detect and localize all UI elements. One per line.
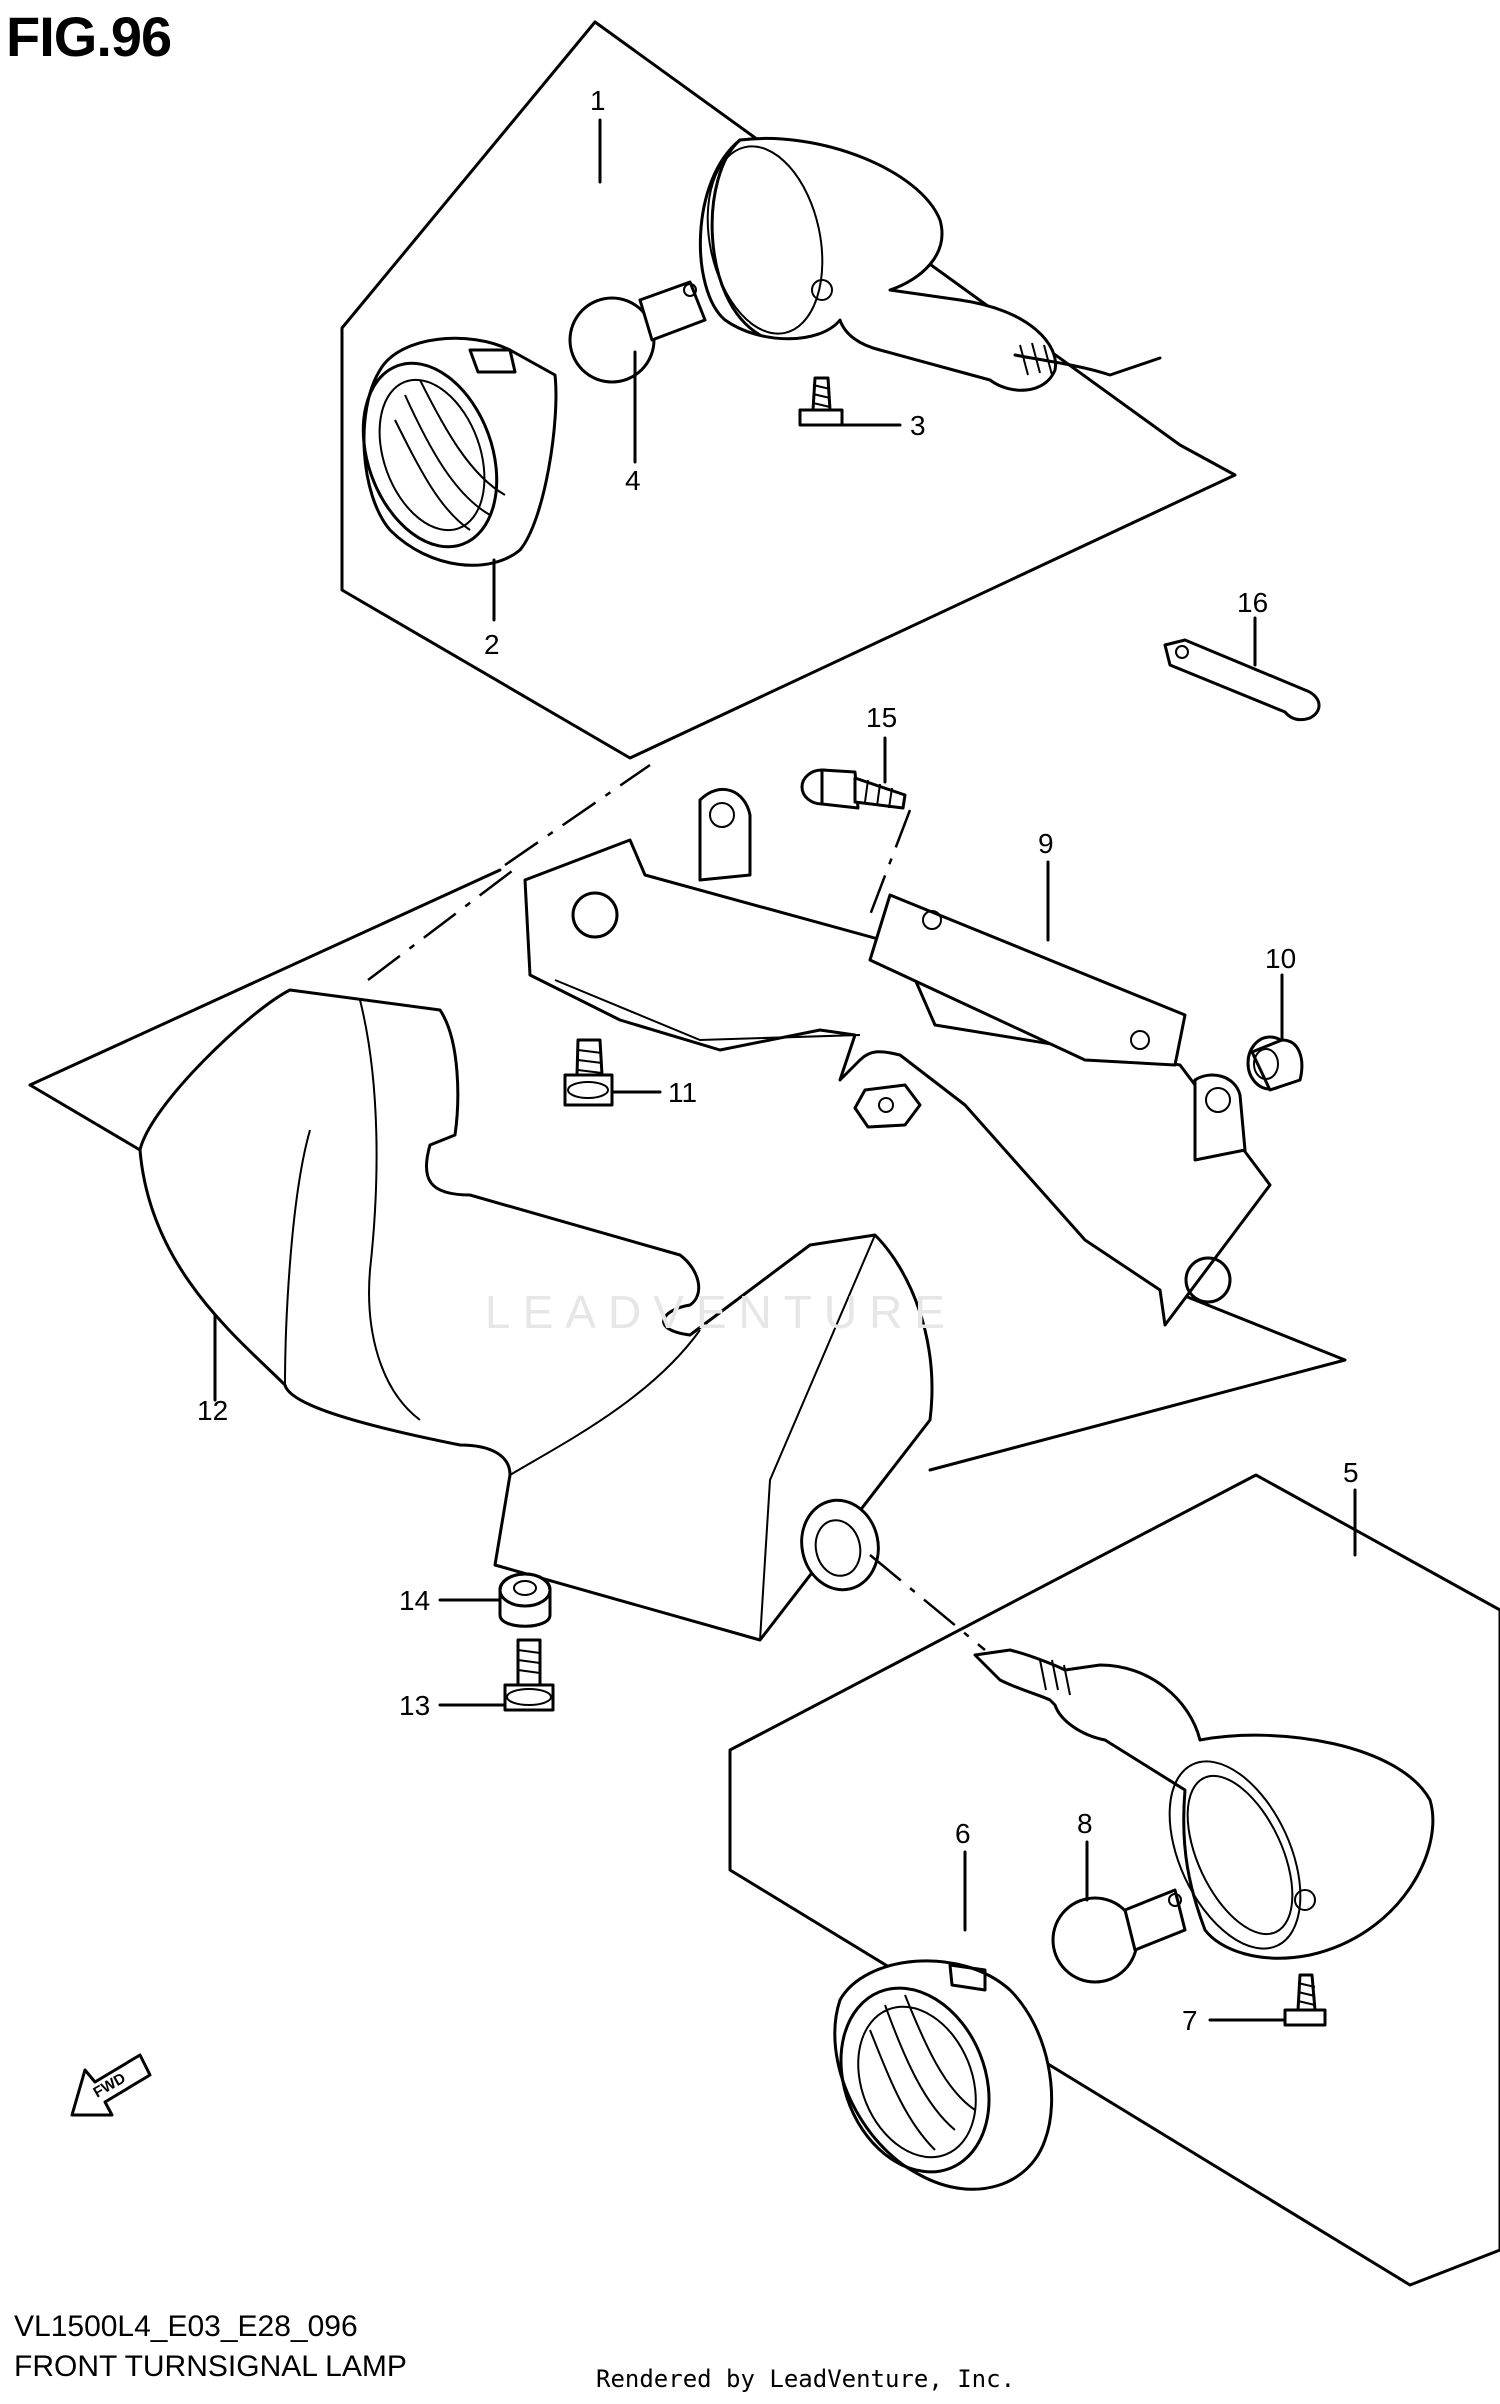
callout-11[interactable]: 11 <box>668 1077 697 1108</box>
figure-title: FIG.96 <box>6 5 172 68</box>
callout-14[interactable]: 14 <box>399 1585 430 1616</box>
callout-7[interactable]: 7 <box>1182 2005 1198 2036</box>
callout-8[interactable]: 8 <box>1077 1808 1093 1839</box>
bulb-4[interactable] <box>568 280 707 384</box>
nut-bracket[interactable] <box>853 1083 922 1129</box>
callout-16[interactable]: 16 <box>1237 587 1268 618</box>
callout-6[interactable]: 6 <box>955 1818 971 1849</box>
bolt-15[interactable] <box>800 768 907 810</box>
plate-9[interactable] <box>868 893 1187 1067</box>
render-credit: Rendered by LeadVenture, Inc. <box>596 2365 1016 2393</box>
callout-9[interactable]: 9 <box>1038 828 1054 859</box>
leader-lines-upper <box>492 118 902 622</box>
lens-2[interactable] <box>339 336 558 567</box>
bulb-8[interactable] <box>1051 1888 1187 1984</box>
clip-16[interactable] <box>1163 638 1321 722</box>
screw-7[interactable] <box>1283 1973 1327 2027</box>
leader-lines-lower <box>963 1488 1357 2022</box>
callout-15[interactable]: 15 <box>866 702 897 733</box>
callout-5[interactable]: 5 <box>1343 1457 1359 1488</box>
callout-3[interactable]: 3 <box>910 410 926 441</box>
cover-12[interactable] <box>138 988 934 1642</box>
callout-1[interactable]: 1 <box>590 85 606 116</box>
callout-12[interactable]: 12 <box>197 1395 228 1426</box>
callout-labels: 1 2 3 4 5 6 7 8 9 10 11 12 13 14 15 16 <box>197 85 1359 2036</box>
assembly-name: FRONT TURNSIGNAL LAMP <box>14 2350 407 2383</box>
fwd-arrow: FWD <box>70 2053 152 2117</box>
damper-14[interactable] <box>498 1572 552 1628</box>
callout-13[interactable]: 13 <box>399 1690 430 1721</box>
lens-6[interactable] <box>815 1959 1054 2194</box>
watermark-text: LEADVENTURE <box>485 1286 957 1338</box>
assembly-box-1 <box>340 20 1237 760</box>
screw-3[interactable] <box>798 376 844 427</box>
callout-4[interactable]: 4 <box>625 465 641 496</box>
leader-lines-middle <box>213 616 1284 1707</box>
housing-upper[interactable] <box>691 136 1162 392</box>
bracket-9[interactable] <box>523 787 1272 1327</box>
assembly-envelope-12 <box>28 868 1347 1472</box>
callout-10[interactable]: 10 <box>1265 943 1296 974</box>
bolt-11[interactable] <box>563 1038 614 1107</box>
bolt-13[interactable] <box>503 1638 555 1712</box>
housing-lower[interactable] <box>973 1648 1435 1969</box>
assembly-box-5 <box>728 1473 1500 2287</box>
model-code: VL1500L4_E03_E28_096 <box>14 2310 358 2343</box>
callout-2[interactable]: 2 <box>484 629 500 660</box>
grommet-10[interactable] <box>1246 1035 1304 1092</box>
